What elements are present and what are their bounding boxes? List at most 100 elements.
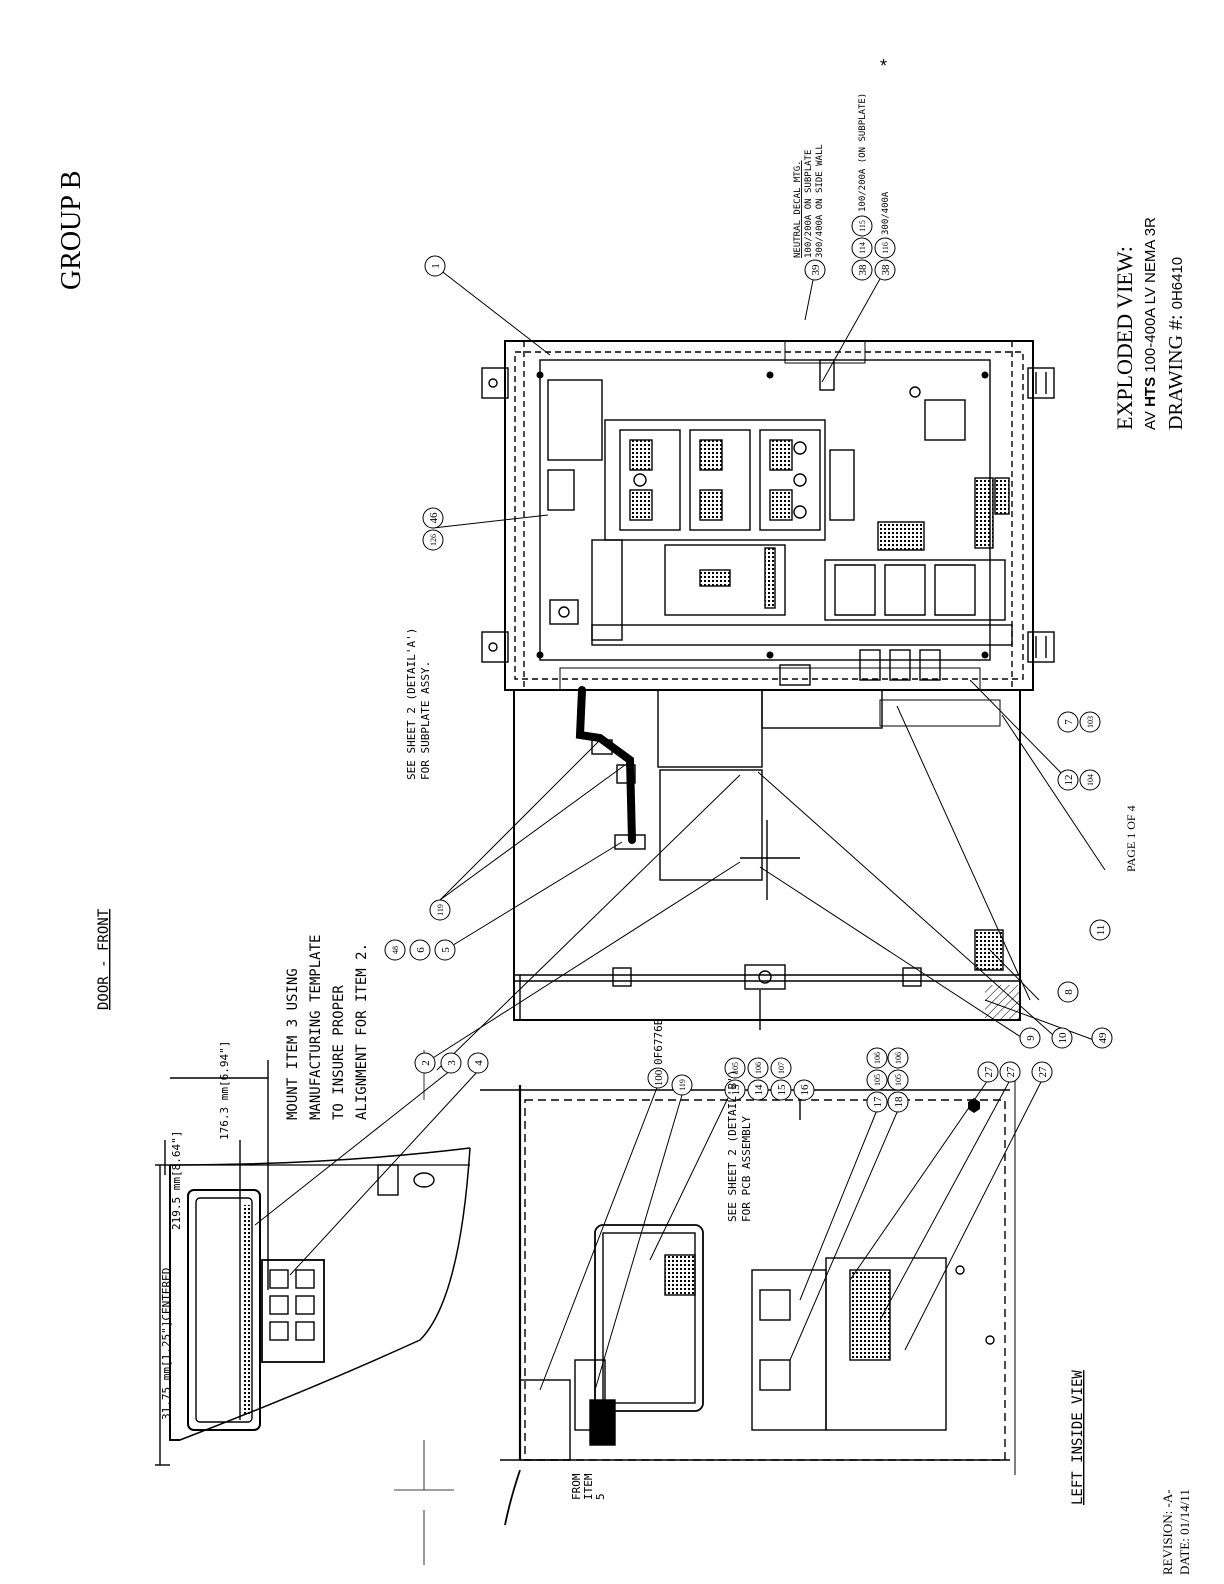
dim-width: 219.5 mm[8.64"] — [170, 1131, 183, 1230]
balloon-8: 8 — [1057, 981, 1079, 1003]
leader-lines — [254, 265, 1106, 1391]
balloon-14: 14 — [747, 1079, 769, 1101]
balloon-6: 6 — [409, 939, 431, 961]
svg-text:18: 18 — [893, 1096, 905, 1108]
svg-text:27: 27 — [1037, 1066, 1049, 1078]
svg-text:114: 114 — [858, 242, 867, 254]
balloon-114: 114 — [851, 237, 873, 259]
balloon-18: 18 — [887, 1091, 909, 1113]
svg-text:116: 116 — [881, 242, 890, 254]
svg-text:105: 105 — [731, 1062, 740, 1074]
page-number: PAGE 1 OF 4 — [1124, 805, 1138, 872]
revision: REVISION: -A- — [1160, 1489, 1175, 1575]
door-front-view — [155, 1050, 471, 1565]
balloon-103: 103 — [1079, 711, 1101, 733]
svg-text:38: 38 — [857, 264, 869, 276]
balloon-27b: 27 — [999, 1061, 1021, 1083]
balloon-48: 100 — [647, 1067, 669, 1089]
left-inside-title: LEFT INSIDE VIEW — [1070, 1370, 1086, 1505]
keypad — [261, 1259, 325, 1363]
main-enclosure-view — [481, 340, 1055, 691]
svg-text:27: 27 — [1005, 1066, 1017, 1078]
sheet-title-block: GROUP B EXPLODED VIEW: AV HTS 100-400A L… — [56, 56, 1192, 1575]
mounting-foot — [481, 367, 1055, 663]
svg-text:9: 9 — [1025, 1035, 1037, 1041]
asterisk: * — [880, 56, 887, 76]
main-view-annotations: SEE SHEET 2 (DETAIL'A') FOR SUBPLATE ASS… — [405, 93, 891, 780]
balloon-104: 104 — [1079, 769, 1101, 791]
door-handle-rail — [761, 689, 883, 729]
balloon-46: 46 — [422, 507, 444, 529]
neutral-note-line-1: NEUTRAL DECAL MTG. — [793, 160, 803, 258]
revision-date: DATE: 01/14/11 — [1177, 1489, 1192, 1575]
pcb-assembly — [594, 1224, 704, 1412]
balloon-27c: 27 — [1031, 1061, 1053, 1083]
balloon-7: 7 — [1057, 711, 1079, 733]
open-door-view — [513, 686, 1021, 1030]
svg-text:10: 10 — [1057, 1032, 1069, 1044]
door-latch — [377, 1164, 399, 1196]
balloon-10: 10 — [1051, 1027, 1073, 1049]
svg-text:105: 105 — [873, 1074, 882, 1086]
svg-text:14: 14 — [753, 1084, 765, 1096]
svg-text:38: 38 — [880, 264, 892, 276]
balloon-2: 2 — [414, 1052, 436, 1074]
svg-text:107: 107 — [777, 1062, 786, 1074]
exploded-view-title: EXPLODED VIEW: — [1112, 246, 1137, 430]
balloon-106c: 106 — [887, 1047, 909, 1069]
dim-height: 176.3 mm[6.94"] — [218, 1041, 231, 1140]
mount-note-line-2: MANUFACTURING TEMPLATE — [308, 935, 324, 1120]
svg-text:119: 119 — [678, 1079, 687, 1091]
svg-text:15: 15 — [776, 1084, 788, 1096]
balloon-116: 116 — [874, 237, 896, 259]
balloon-1: 1 — [424, 255, 446, 277]
balloon-126: 126 — [422, 529, 444, 551]
svg-text:3: 3 — [446, 1060, 458, 1066]
svg-text:119: 119 — [436, 904, 445, 916]
svg-text:100: 100 — [653, 1069, 665, 1086]
balloon-115: 115 — [851, 215, 873, 237]
svg-text:16: 16 — [799, 1084, 811, 1096]
svg-text:13: 13 — [730, 1084, 742, 1096]
balloon-105a: 105 — [724, 1057, 746, 1079]
svg-text:49: 49 — [1097, 1032, 1109, 1044]
balloon-39: 39 — [804, 259, 826, 281]
svg-text:104: 104 — [1086, 774, 1095, 786]
svg-text:105: 105 — [894, 1074, 903, 1086]
balloon-38a: 38 — [851, 259, 873, 281]
model-subtitle: AV HTS 100-400A LV NEMA 3R — [1142, 217, 1159, 430]
from-item-line-1: FROM — [570, 1473, 583, 1500]
pcb-note-line-2: FOR PCB ASSEMBLY — [740, 1116, 753, 1222]
mount-note-line-4: ALIGNMENT FOR ITEM 2. — [354, 943, 370, 1120]
svg-text:106: 106 — [873, 1052, 882, 1064]
enclosure-outline — [504, 340, 1034, 691]
lug-note-1: 100/200A (ON SUBPLATE) — [858, 93, 868, 212]
svg-text:17: 17 — [872, 1096, 884, 1108]
svg-text:12: 12 — [1063, 775, 1075, 786]
balloon-49: 49 — [1091, 1027, 1113, 1049]
balloon-38b: 38 — [874, 259, 896, 281]
balloon-4: 4 — [467, 1052, 489, 1074]
balloon-105b: 105 — [866, 1069, 888, 1091]
lug-note-2: 300/400A — [881, 191, 891, 235]
svg-text:126: 126 — [429, 534, 438, 546]
svg-text:6: 6 — [415, 947, 427, 953]
svg-text:1: 1 — [430, 263, 442, 269]
balloon-105c: 105 — [887, 1069, 909, 1091]
mount-note-line-3: TO INSURE PROPER — [331, 985, 347, 1120]
balloon-106a: 106 — [747, 1057, 769, 1079]
from-item-line-3: 5 — [594, 1493, 607, 1500]
balloon-3: 3 — [440, 1052, 462, 1074]
balloon-119a: 119 — [429, 899, 451, 921]
flex-conduit — [575, 686, 636, 844]
svg-text:48: 48 — [391, 946, 400, 954]
neutral-note-line-3: 300/400A ON SIDE WALL — [815, 144, 825, 258]
svg-text:106: 106 — [754, 1062, 763, 1074]
svg-text:5: 5 — [440, 947, 452, 953]
balloon-16: 16 — [793, 1079, 815, 1101]
svg-text:27: 27 — [983, 1066, 995, 1078]
svg-text:7: 7 — [1063, 719, 1075, 725]
balloon-12: 12 — [1057, 769, 1079, 791]
balloon-9: 9 — [1019, 1027, 1041, 1049]
